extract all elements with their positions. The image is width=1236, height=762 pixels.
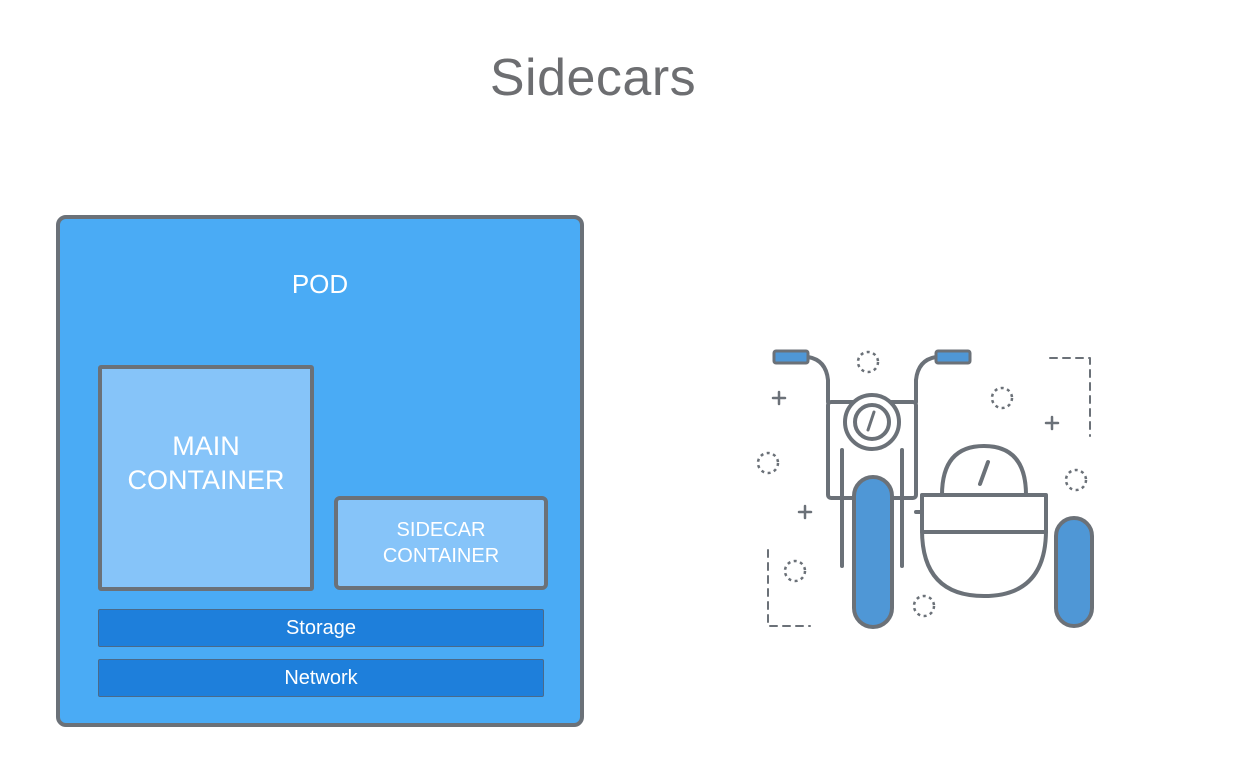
pod-box: POD MAIN CONTAINER SIDECAR CONTAINER Sto… (56, 215, 584, 727)
motorcycle-sidecar-icon (756, 349, 1094, 629)
sidecar-container-label: SIDECAR CONTAINER (382, 519, 500, 567)
sidecar-container-box: SIDECAR CONTAINER (334, 496, 548, 590)
page-title: Sidecars (489, 49, 697, 107)
pod-label: POD (291, 269, 349, 299)
storage-bar: Storage (98, 609, 544, 647)
main-container-box: MAIN CONTAINER (98, 365, 314, 591)
main-container-label: MAIN CONTAINER (127, 431, 285, 495)
network-bar: Network (98, 659, 544, 697)
